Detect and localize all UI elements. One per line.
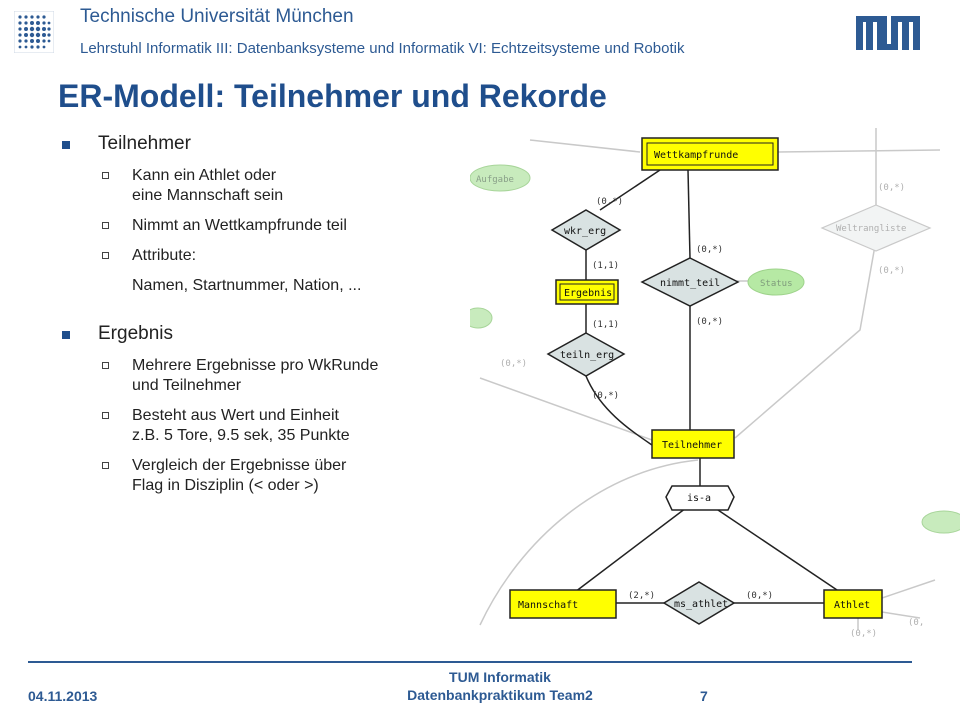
sub-bullet-line: Kann ein Athlet oder [132, 167, 277, 184]
svg-text:(0,*): (0,*) [596, 197, 623, 207]
sub-bullet-line: und Teilnehmer [132, 377, 242, 394]
svg-text:ms_athlet: ms_athlet [674, 599, 728, 610]
svg-text:(1,1): (1,1) [592, 320, 619, 330]
svg-text:(2,*): (2,*) [628, 591, 655, 601]
checkbox-bullet-icon [102, 462, 109, 469]
svg-text:(0,*): (0,*) [850, 629, 877, 639]
sub-bullet-line: Flag in Disziplin (< oder >) [132, 477, 319, 494]
relationship-weltrangliste: Weltrangliste [820, 204, 932, 252]
svg-text:Teilnehmer: Teilnehmer [662, 440, 722, 451]
relationship-wkr-erg: wkr_erg [550, 209, 622, 251]
svg-text:Athlet: Athlet [834, 600, 870, 611]
entity-wettkampfrunde: Wettkampfrunde [641, 137, 779, 171]
attribute-faded [470, 307, 493, 329]
attribute-label: Aufgabe [476, 175, 514, 185]
svg-text:nimmt_teil: nimmt_teil [660, 278, 720, 289]
er-diagram: Aufgabe Status Weltrangliste (0,*) (1,1)… [470, 128, 960, 639]
svg-text:Ergebnis: Ergebnis [564, 288, 612, 299]
checkbox-bullet-icon [102, 362, 109, 369]
university-name: Technische Universität München [80, 6, 354, 27]
relationship-nimmt-teil: nimmt_teil [640, 257, 740, 307]
svg-text:Mannschaft: Mannschaft [518, 600, 578, 611]
bullet-label: Ergebnis [98, 323, 173, 344]
footer-divider [28, 661, 912, 663]
sub-bullet: Kann ein Athlet oder eine Mannschaft sei… [62, 166, 482, 206]
sub-bullet-line: Nimmt an Wettkampfrunde teil [132, 217, 347, 234]
footer-date: 04.11.2013 [28, 688, 98, 704]
entity-athlet: Athlet [823, 589, 883, 619]
attribute-faded [921, 510, 960, 534]
entity-teilnehmer: Teilnehmer [651, 429, 735, 459]
tum-wordmark-logo [856, 16, 920, 50]
tum-dot-grid-logo [14, 11, 54, 53]
bullet-label: Teilnehmer [98, 133, 191, 154]
bullet-list: Teilnehmer Kann ein Athlet oder eine Man… [62, 132, 482, 496]
sub-bullet-continuation: Namen, Startnummer, Nation, ... [132, 277, 362, 294]
cardinalities-faded: (0,*) (0,*) (0,*) (0,*) (0, [500, 183, 924, 639]
svg-text:(0,: (0, [908, 618, 924, 628]
sub-bullet: Mehrere Ergebnisse pro WkRunde und Teiln… [62, 356, 482, 396]
svg-text:(0,*): (0,*) [500, 359, 527, 369]
relationship-ms-athlet: ms_athlet [662, 581, 736, 625]
sub-bullet-line: Vergleich der Ergebnisse über [132, 457, 347, 474]
sub-bullet: Attribute: Namen, Startnummer, Nation, .… [62, 246, 482, 296]
bullet-teilnehmer: Teilnehmer [62, 132, 482, 156]
checkbox-bullet-icon [102, 412, 109, 419]
chair-name: Lehrstuhl Informatik III: Datenbanksyste… [80, 40, 685, 57]
sub-bullet: Nimmt an Wettkampfrunde teil [62, 216, 482, 236]
svg-text:(0,*): (0,*) [878, 266, 905, 276]
sub-bullet-line: eine Mannschaft sein [132, 187, 284, 204]
connectors [574, 169, 841, 604]
svg-text:wkr_erg: wkr_erg [564, 226, 606, 237]
footer-line1: TUM Informatik [449, 669, 551, 685]
faded-connectors [479, 128, 941, 630]
cardinalities: (0,*) (1,1) (0,*) (0,*) (1,1) (0,*) (2,*… [592, 197, 773, 601]
attribute-label: Status [760, 279, 793, 289]
svg-text:(0,*): (0,*) [878, 183, 905, 193]
sub-bullet-line: Attribute: [132, 247, 197, 264]
checkbox-bullet-icon [102, 222, 109, 229]
sub-bullet-line: Besteht aus Wert und Einheit [132, 407, 339, 424]
sub-bullet: Vergleich der Ergebnisse über Flag in Di… [62, 456, 482, 496]
attribute-status: Status [737, 268, 805, 296]
relationship-teiln-erg: teiln_erg [546, 332, 626, 377]
checkbox-bullet-icon [102, 172, 109, 179]
square-bullet-icon [62, 141, 70, 149]
slide-title: ER-Modell: Teilnehmer und Rekorde [58, 78, 607, 114]
svg-text:Wettkampfrunde: Wettkampfrunde [654, 150, 738, 161]
svg-text:(0,*): (0,*) [592, 391, 619, 401]
attribute-aufgabe: Aufgabe [470, 164, 531, 192]
svg-text:is-a: is-a [687, 493, 711, 504]
footer-line2: Datenbankpraktikum Team2 [407, 687, 593, 703]
sub-bullet: Besteht aus Wert und Einheit z.B. 5 Tore… [62, 406, 482, 446]
svg-text:teiln_erg: teiln_erg [560, 350, 614, 361]
header: Technische Universität München Lehrstuhl… [0, 0, 960, 64]
bullet-ergebnis: Ergebnis [62, 322, 482, 346]
page-number: 7 [700, 688, 708, 704]
entity-mannschaft: Mannschaft [509, 589, 617, 619]
checkbox-bullet-icon [102, 252, 109, 259]
svg-text:(0,*): (0,*) [696, 245, 723, 255]
sub-bullet-line: Mehrere Ergebnisse pro WkRunde [132, 357, 379, 374]
svg-text:Weltrangliste: Weltrangliste [836, 224, 906, 234]
footer-center: TUM Informatik Datenbankpraktikum Team2 [340, 668, 660, 704]
square-bullet-icon [62, 331, 70, 339]
isa-node: is-a [665, 485, 735, 511]
svg-text:(0,*): (0,*) [746, 591, 773, 601]
svg-text:(0,*): (0,*) [696, 317, 723, 327]
entity-ergebnis: Ergebnis [555, 279, 619, 305]
sub-bullet-line: z.B. 5 Tore, 9.5 sek, 35 Punkte [132, 427, 350, 444]
svg-text:(1,1): (1,1) [592, 261, 619, 271]
